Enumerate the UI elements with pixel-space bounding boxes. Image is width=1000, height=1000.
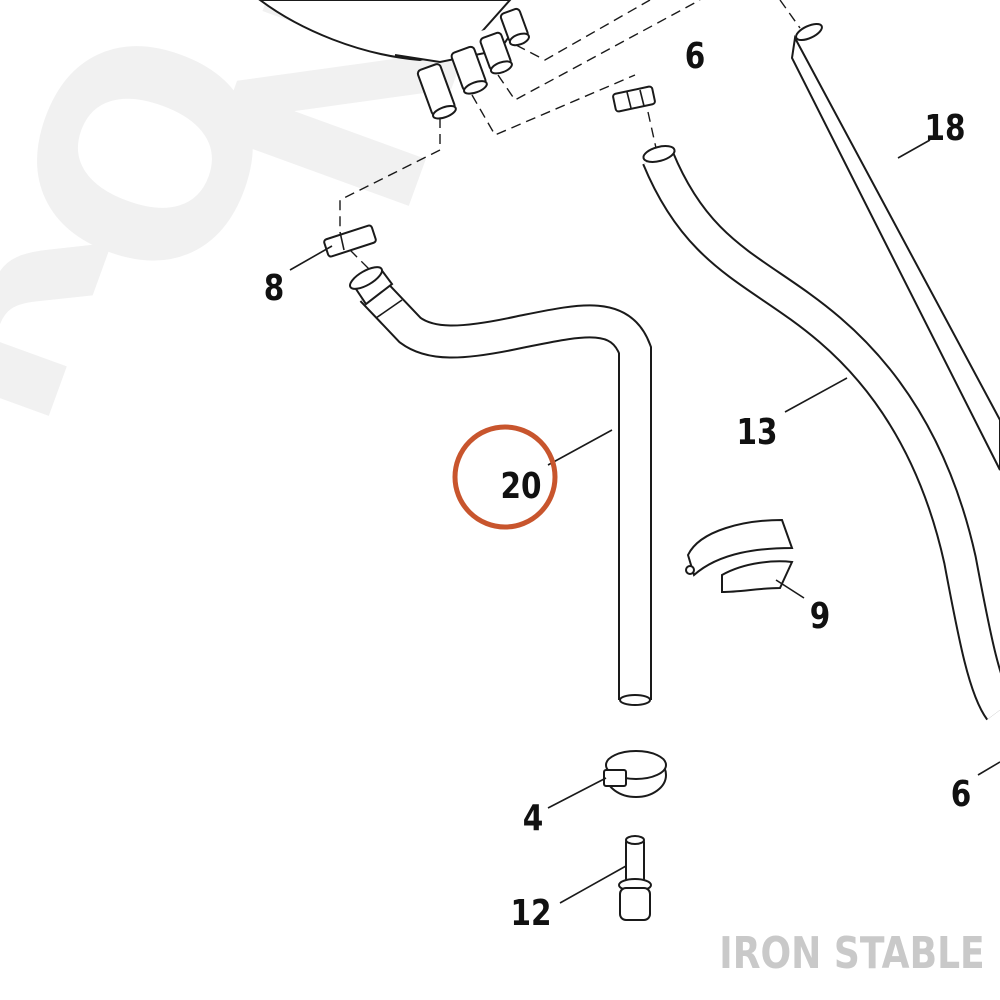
callout-12: 12 <box>510 891 551 934</box>
hose-part-20 <box>349 266 652 706</box>
callout-4: 4 <box>523 796 544 839</box>
canister-nipples <box>416 7 530 120</box>
callout-labels: 6 18 8 13 20 9 6 4 12 <box>264 34 972 934</box>
highlight-ring <box>452 424 558 530</box>
fitting-part-12 <box>618 835 652 921</box>
callout-9: 9 <box>810 594 831 637</box>
callout-6-bottom: 6 <box>951 772 972 815</box>
leader-lines <box>289 139 1000 904</box>
callout-20: 20 <box>500 464 541 507</box>
callout-6-top: 6 <box>685 34 706 77</box>
hose-part-18 <box>790 22 1000 471</box>
callout-8: 8 <box>264 266 285 309</box>
clamp-part-4 <box>603 750 667 798</box>
callout-13: 13 <box>736 410 777 453</box>
brand-label: IRON STABLE <box>719 929 984 979</box>
assembly-lines <box>339 0 801 271</box>
clamp-part-6-top <box>612 85 656 113</box>
clip-part-9 <box>685 518 794 594</box>
hose-part-13 <box>642 145 1000 721</box>
clamp-part-8 <box>323 224 377 258</box>
callout-18: 18 <box>924 106 965 149</box>
